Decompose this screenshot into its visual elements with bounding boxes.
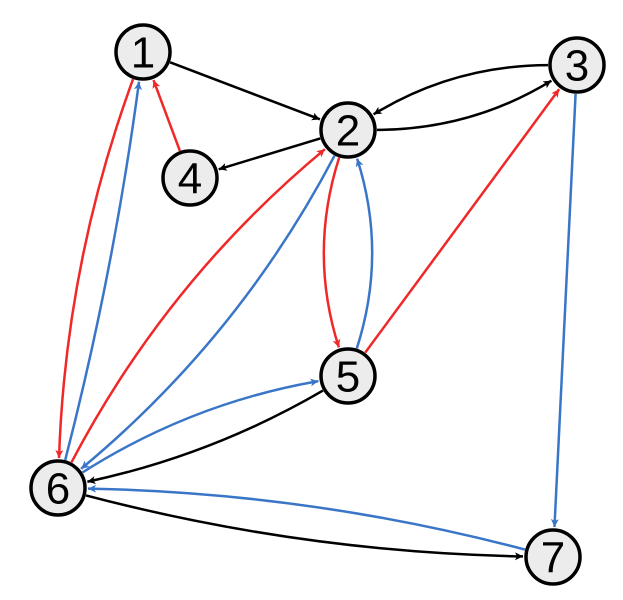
node-circle: [161, 149, 219, 207]
edge-6-to-1: [64, 81, 142, 461]
node-label: 5: [336, 353, 360, 402]
node-circle: [319, 101, 377, 159]
edge-6-to-5: [81, 378, 319, 474]
edge-1-to-6: [55, 78, 135, 459]
node-circle: [29, 459, 87, 517]
node-circle: [319, 347, 377, 405]
node-circle: [524, 528, 582, 586]
node-label: 4: [178, 155, 202, 204]
node-2: 2: [319, 101, 377, 159]
node-circle: [548, 36, 606, 94]
edge-2-to-5: [322, 157, 341, 348]
edge-3-to-2: [372, 63, 549, 116]
node-6: 6: [29, 459, 87, 517]
edge-6-to-2: [70, 148, 326, 463]
node-5: 5: [319, 347, 377, 405]
edge-2-to-6: [80, 155, 336, 470]
node-circle: [114, 23, 172, 81]
edge-6-to-7: [85, 494, 524, 561]
node-label: 3: [565, 42, 589, 91]
edge-2-to-3: [376, 79, 553, 132]
node-label: 7: [541, 534, 565, 583]
node-layer: 1 2 3 4 5 6 7: [29, 23, 606, 586]
node-3: 3: [548, 36, 606, 94]
edge-4-to-1: [152, 79, 182, 152]
node-label: 1: [131, 29, 155, 78]
edge-2-to-4: [218, 137, 321, 171]
edge-layer: [55, 61, 577, 561]
node-label: 2: [336, 107, 360, 156]
edge-7-to-6: [87, 484, 526, 551]
edge-1-to-2: [169, 61, 321, 121]
node-label: 6: [46, 465, 70, 514]
edge-5-to-3: [364, 88, 561, 354]
node-4: 4: [161, 149, 219, 207]
edge-3-to-7: [550, 93, 577, 528]
node-7: 7: [524, 528, 582, 586]
edge-5-to-6: [87, 389, 324, 484]
edge-5-to-2: [355, 158, 374, 349]
node-1: 1: [114, 23, 172, 81]
